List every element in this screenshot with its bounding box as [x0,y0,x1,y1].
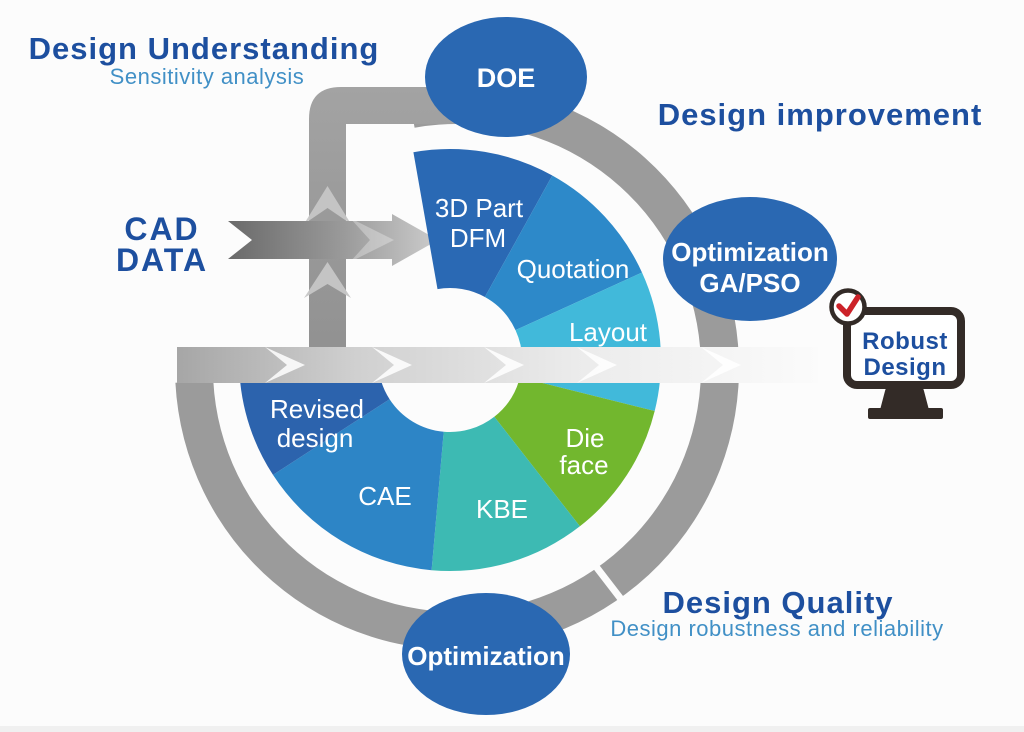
up-arrow-chevron-icon [304,262,351,298]
wheel-label-quotation: Quotation [517,254,630,284]
cad-data-label-line1: CAD [124,211,199,247]
wheel-label-cae: CAE [358,481,411,511]
flow-chevron-icon [484,347,524,383]
wheel-label-face: face [559,450,608,480]
wheel-label-kbe: KBE [476,494,528,524]
wheel-segment-cae [273,399,444,571]
wheel-label-layout: Layout [569,317,648,347]
cad-data-label-line2: DATA [116,242,208,278]
wheel-label-revised: Revised [270,394,364,424]
ring-gap-slash [591,561,627,606]
optimization-ga-pso-label-line1: Optimization [671,237,828,267]
design-improvement-title: Design improvement [658,97,983,132]
wheel-segment-quotation [484,175,642,331]
wheel-segment-3d-part-dfm [413,149,553,297]
wheel-segment-revised-design [240,367,390,475]
flow-chevron-icon [577,347,617,383]
process-wheel [240,149,661,572]
optimization-node-label: Optimization [407,641,564,671]
up-arrow-chevron-icon [304,186,351,224]
design-quality-title: Design Quality [662,585,893,620]
optimization-node [402,593,570,715]
flow-chevron-icon [372,347,412,383]
cad-arrow-highlight-chevron [350,218,394,262]
optimization-ga-pso-label-line2: GA/PSO [699,268,800,298]
monitor-stand [880,387,929,410]
monitor-base [868,408,943,419]
robust-design-label-line1: Robust [862,328,948,355]
doe-node [425,17,587,137]
wheel-label-3d-part: 3D Part [435,193,524,223]
monitor-screen [843,307,965,389]
wheel-segment-die-face [494,377,655,527]
optimization-ga-pso-node [663,197,837,321]
design-understanding-subtitle: Sensitivity analysis [110,64,305,89]
wheel-label-design: design [277,423,354,453]
wheel-segment-kbe [431,416,580,572]
bottom-edge-artifact [0,726,1024,732]
flow-chevron-icon [265,347,305,383]
robust-design-label-line2: Design [863,354,946,381]
checkmark-icon [836,294,861,317]
robust-design-monitor [829,288,965,419]
wheel-label-die: Die [565,423,604,453]
design-quality-subtitle: Design robustness and reliability [610,616,943,641]
flow-chevron-icon [701,347,741,383]
wheel-label-dfm: DFM [450,223,506,253]
cad-data-arrow [228,214,438,266]
design-understanding-title: Design Understanding [29,31,380,66]
doe-node-label: DOE [477,63,536,93]
